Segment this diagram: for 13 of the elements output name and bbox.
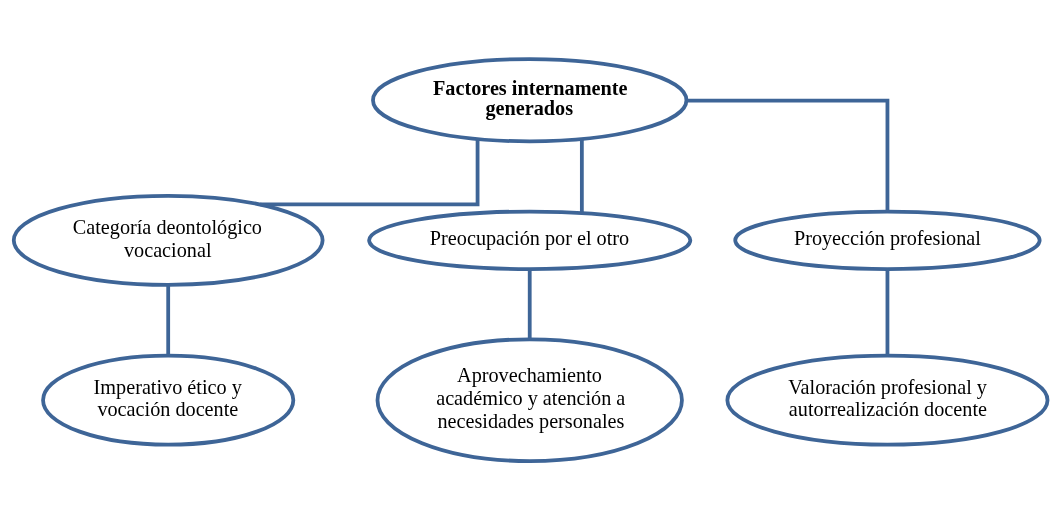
connector xyxy=(686,98,890,211)
node-ellipse: Preocupación por el otro xyxy=(367,209,693,271)
connector xyxy=(260,138,480,206)
node-ellipse: Categoría deontológico vocacional xyxy=(11,193,325,287)
node-ellipse: Imperativo ético y vocación docente xyxy=(41,353,296,447)
node-ellipse: Factores internamente generados xyxy=(371,56,689,143)
node-ellipse: Proyección profesional xyxy=(733,209,1042,271)
connector xyxy=(527,268,532,339)
node-ellipse: Aprovechamiento académico y atención a necesidades personales xyxy=(375,336,684,463)
connector xyxy=(885,268,890,355)
connector xyxy=(579,138,584,213)
connector xyxy=(166,284,171,355)
node-ellipse: Valoración profesional y autorrealización docente xyxy=(725,353,1050,447)
